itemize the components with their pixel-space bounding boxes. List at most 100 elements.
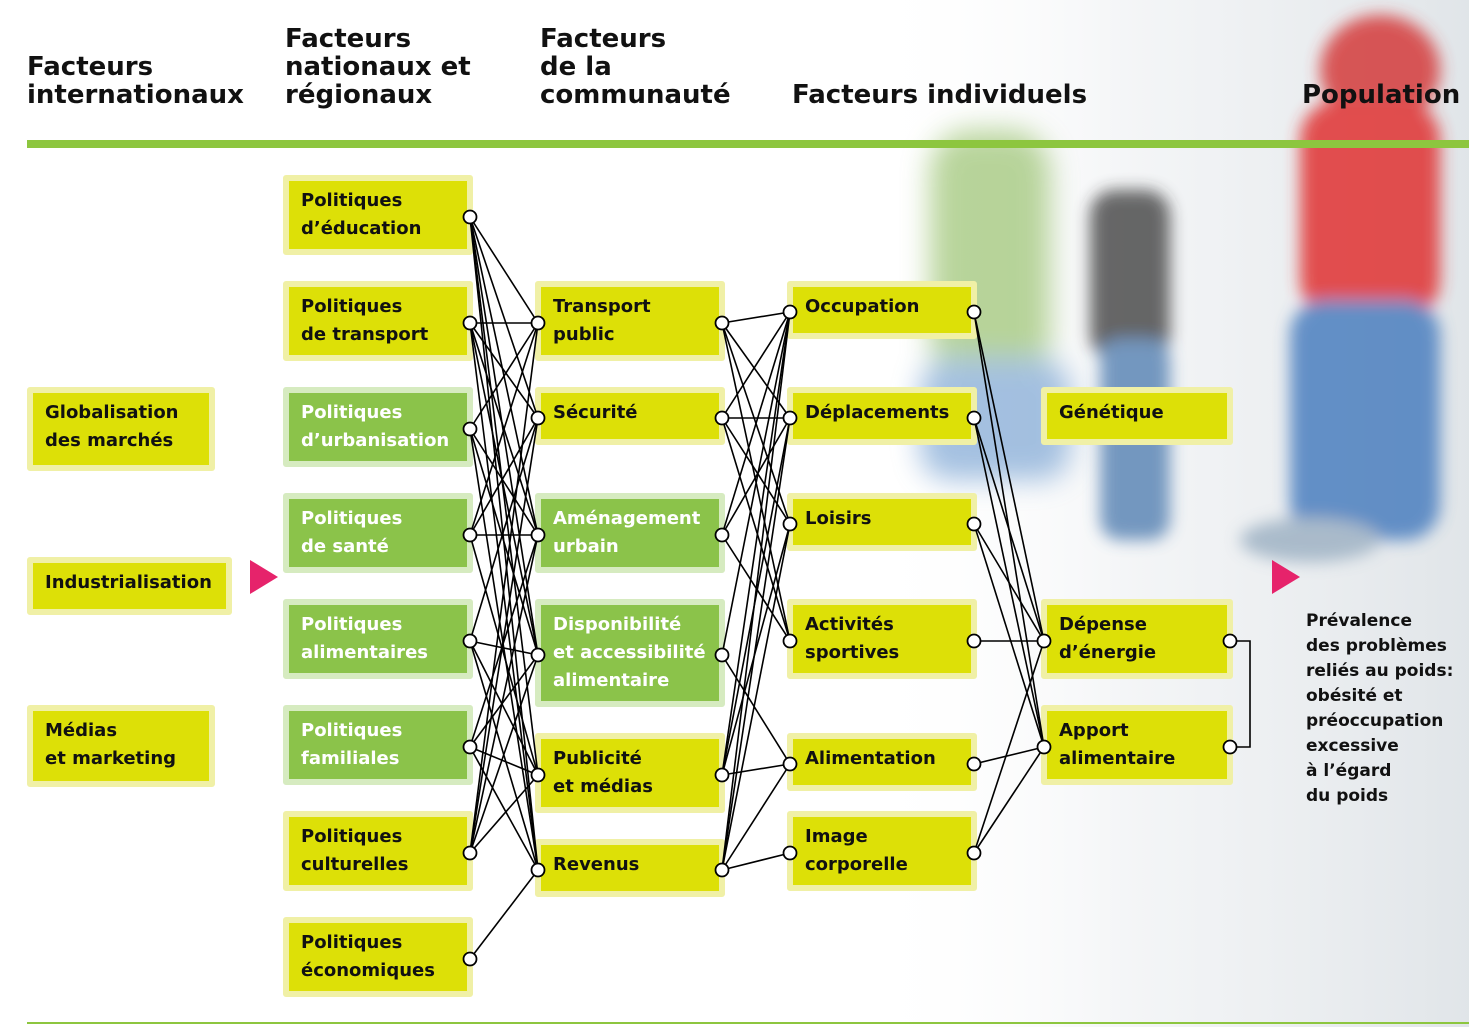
- header-international: Facteurs internationaux: [27, 52, 244, 110]
- connector-line: [721, 763, 791, 871]
- node-alimentation: Alimentation: [787, 733, 977, 791]
- port-circle: [530, 315, 546, 331]
- port-circle: [1222, 739, 1238, 755]
- connector-line: [973, 417, 1045, 642]
- connector-line: [721, 311, 791, 536]
- connector-line: [469, 216, 539, 776]
- connector-line: [721, 417, 791, 525]
- node-activites-sportives: Activités sportives: [787, 599, 977, 679]
- node-politiques-urbanisation: Politiques d’urbanisation: [283, 387, 473, 467]
- port-circle: [462, 739, 478, 755]
- bracket-line: [1230, 640, 1251, 748]
- port-circle: [966, 516, 982, 532]
- node-loisirs: Loisirs: [787, 493, 977, 551]
- connector-line: [721, 311, 791, 324]
- connector-line: [469, 869, 539, 960]
- port-circle: [714, 862, 730, 878]
- port-circle: [530, 647, 546, 663]
- connector-line: [469, 417, 539, 642]
- connector-line: [973, 640, 1045, 854]
- connector-line: [721, 852, 791, 871]
- port-circle: [530, 410, 546, 426]
- port-circle: [714, 410, 730, 426]
- node-genetique: Génétique: [1041, 387, 1233, 445]
- node-apport-alimentaire: Apport alimentaire: [1041, 705, 1233, 785]
- node-publicite-medias: Publicité et médias: [535, 733, 725, 813]
- connector-line: [469, 417, 539, 536]
- connector-line: [469, 534, 539, 854]
- port-circle: [966, 304, 982, 320]
- port-circle: [462, 315, 478, 331]
- node-politiques-culturelles: Politiques culturelles: [283, 811, 473, 891]
- port-circle: [714, 767, 730, 783]
- port-circle: [966, 410, 982, 426]
- port-circle: [966, 845, 982, 861]
- connector-line: [469, 216, 539, 324]
- header-population: Population: [1302, 80, 1461, 110]
- port-circle: [782, 516, 798, 532]
- bottom-rule: [27, 1022, 1469, 1024]
- port-circle: [462, 633, 478, 649]
- connector-line: [973, 311, 1045, 642]
- port-circle: [714, 647, 730, 663]
- connector-line: [721, 523, 791, 871]
- connector-line: [721, 417, 791, 642]
- connector-line: [469, 640, 539, 776]
- port-circle: [714, 315, 730, 331]
- connector-line: [469, 322, 539, 871]
- node-politiques-alimentaires: Politiques alimentaires: [283, 599, 473, 679]
- arrow-right-icon: [1272, 560, 1300, 594]
- port-circle: [530, 527, 546, 543]
- connector-line: [469, 774, 539, 854]
- node-politiques-familiales: Politiques familiales: [283, 705, 473, 785]
- top-rule: [27, 140, 1469, 148]
- connector-line: [973, 523, 1045, 642]
- port-circle: [462, 209, 478, 225]
- connector-line: [469, 216, 539, 656]
- header-national: Facteurs nationaux et régionaux: [285, 24, 471, 110]
- header-community: Facteurs de la communauté: [540, 24, 731, 110]
- connector-line: [721, 417, 791, 871]
- connector-line: [469, 216, 539, 419]
- connector-line: [973, 523, 1045, 748]
- connector-line: [721, 311, 791, 656]
- connector-line: [721, 654, 791, 765]
- port-circle: [1036, 633, 1052, 649]
- connector-line: [973, 746, 1045, 765]
- connector-line: [721, 763, 791, 776]
- port-circle: [782, 633, 798, 649]
- port-circle: [462, 421, 478, 437]
- node-industrialisation: Industrialisation: [27, 557, 232, 615]
- connector-line: [469, 640, 539, 656]
- connector-line: [469, 654, 539, 748]
- node-politiques-economiques: Politiques économiques: [283, 917, 473, 997]
- connector-line: [469, 428, 539, 871]
- connector-line: [469, 654, 539, 854]
- port-circle: [462, 845, 478, 861]
- connector-line: [721, 311, 791, 419]
- connector-line: [469, 322, 539, 536]
- port-circle: [782, 845, 798, 861]
- port-circle: [1036, 739, 1052, 755]
- port-circle: [966, 633, 982, 649]
- connector-line: [469, 428, 539, 536]
- connector-line: [469, 746, 539, 776]
- connector-line: [469, 417, 539, 854]
- node-medias-marketing: Médias et marketing: [27, 705, 215, 787]
- port-circle: [782, 756, 798, 772]
- node-securite: Sécurité: [535, 387, 725, 445]
- connector-line: [973, 746, 1045, 854]
- arrow-right-icon: [250, 560, 278, 594]
- port-circle: [782, 304, 798, 320]
- port-circle: [462, 527, 478, 543]
- connector-line: [721, 311, 791, 871]
- connector-line: [469, 428, 539, 656]
- connector-line: [469, 322, 539, 656]
- connector-line: [721, 417, 791, 536]
- port-circle: [714, 527, 730, 543]
- connector-line: [721, 523, 791, 776]
- node-globalisation: Globalisation des marchés: [27, 387, 215, 471]
- connector-line: [469, 322, 539, 430]
- connector-line: [469, 534, 539, 748]
